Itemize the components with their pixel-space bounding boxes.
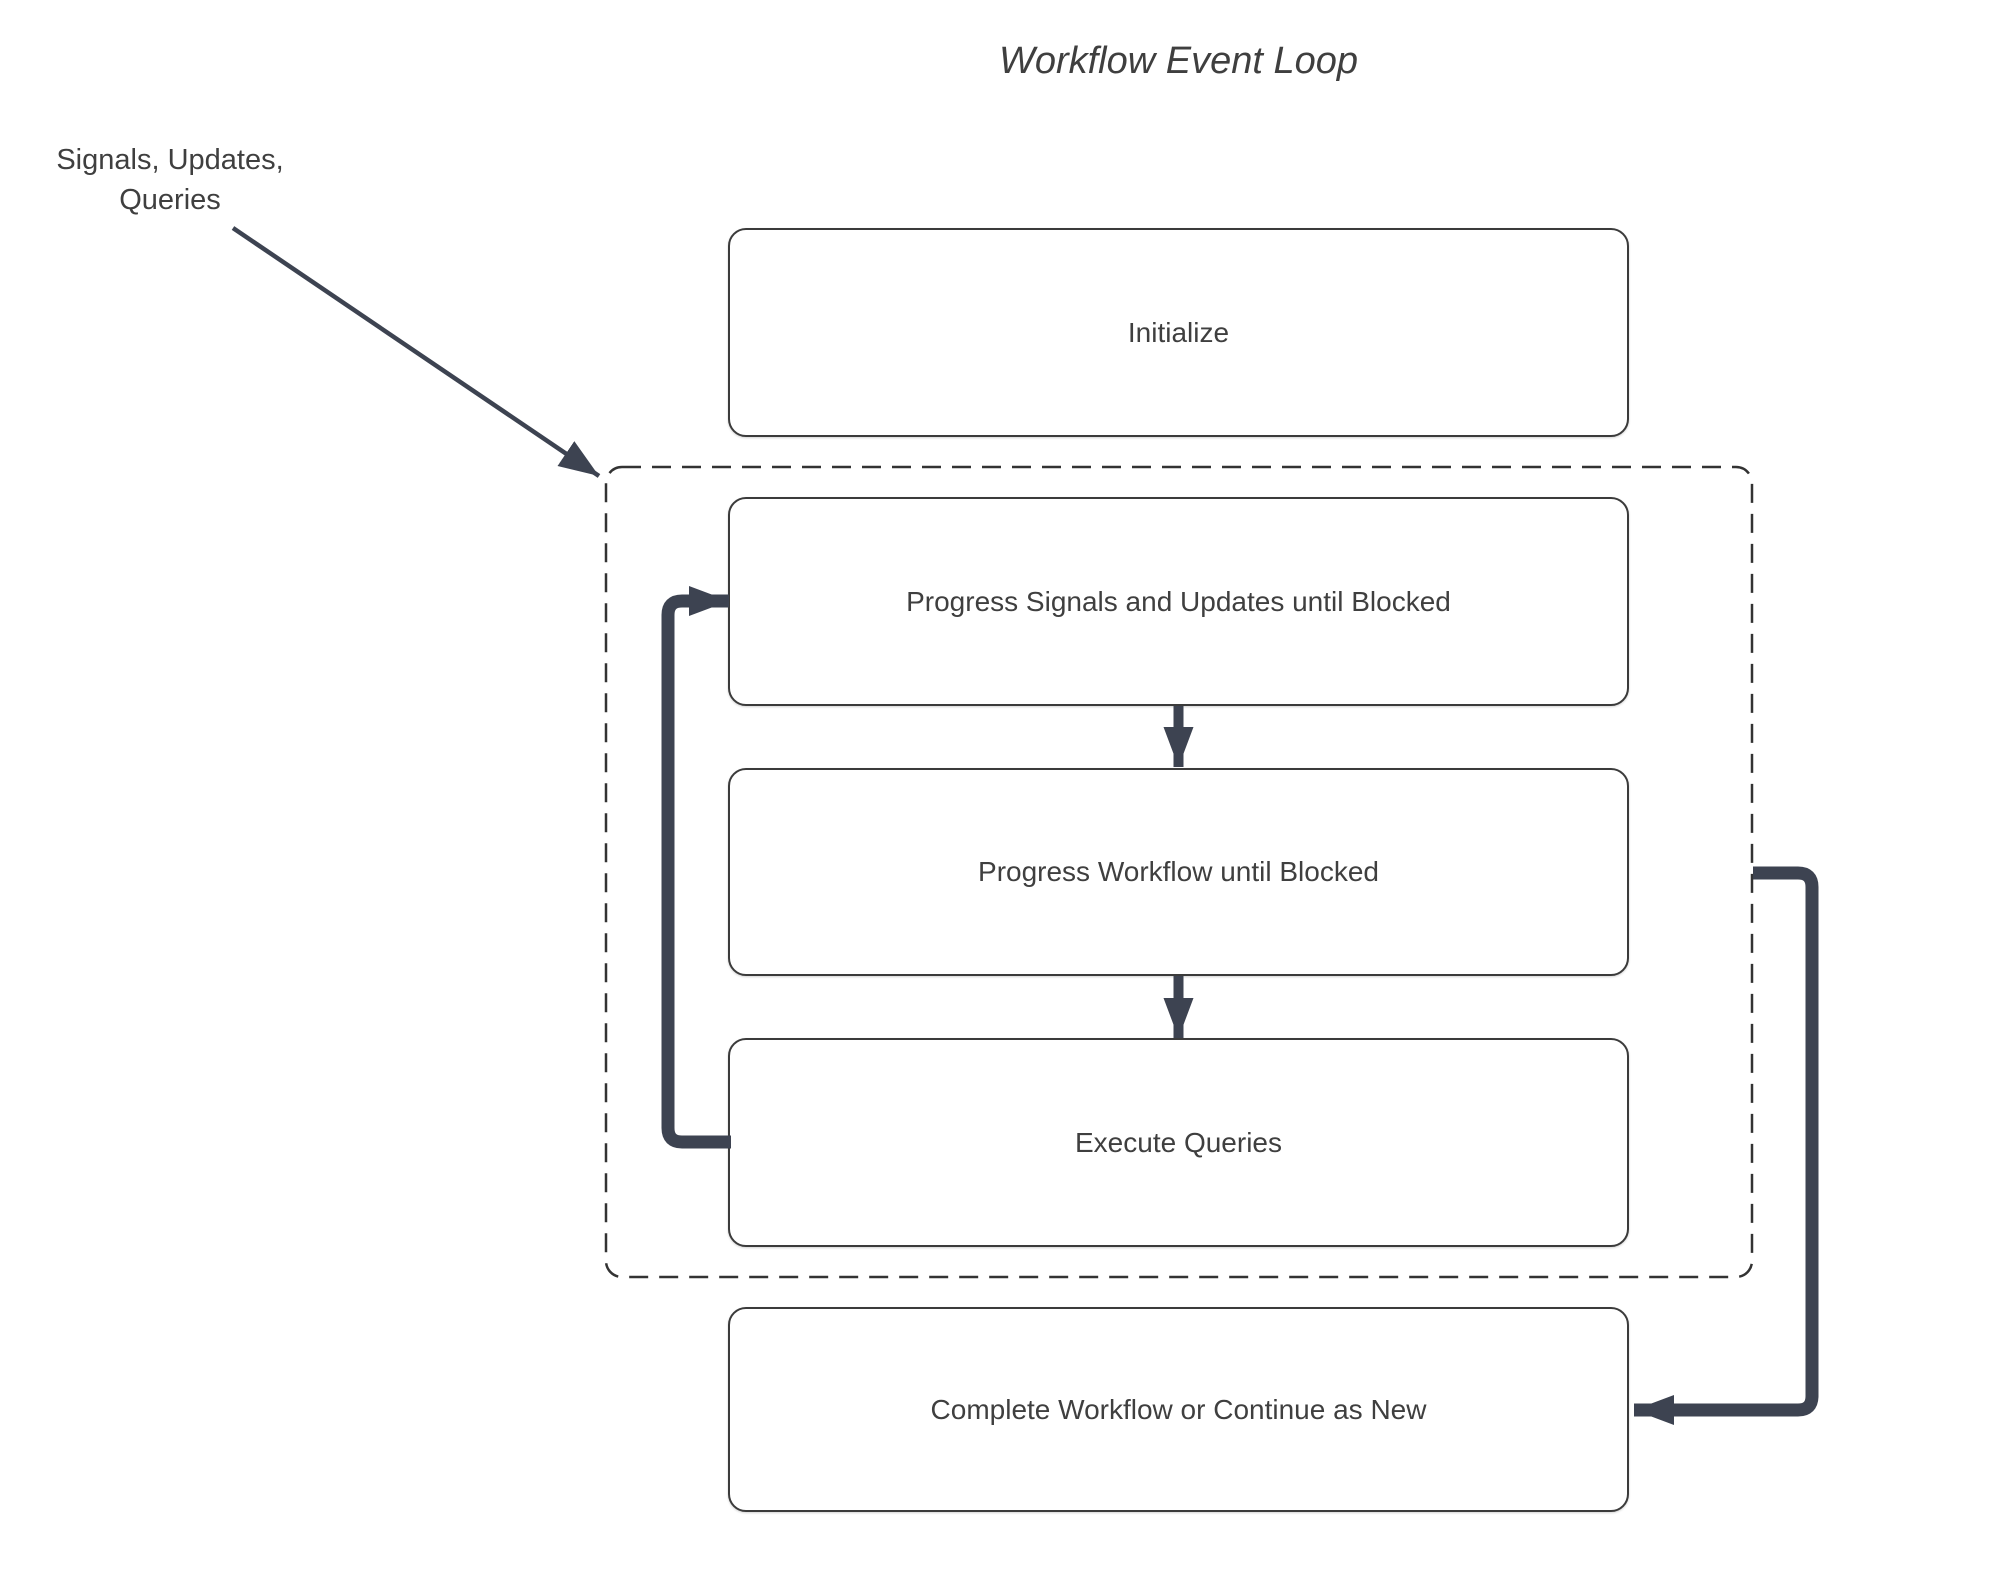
node-initialize-label: Initialize: [1127, 316, 1230, 348]
node-complete-or-continue-label: Complete Workflow or Continue as New: [930, 1393, 1427, 1425]
diagram-title: Workflow Event Loop: [998, 40, 1359, 82]
annotation-arrow: [231, 226, 601, 478]
loop-back-arrow: [661, 586, 731, 1149]
node-progress-workflow: Progress Workflow until Blocked: [728, 768, 1629, 976]
node-progress-signals-updates-label: Progress Signals and Updates until Block…: [906, 585, 1451, 617]
node-progress-signals-updates: Progress Signals and Updates until Block…: [728, 497, 1629, 706]
node-complete-or-continue: Complete Workflow or Continue as New: [728, 1307, 1629, 1512]
continue-arrow: [1634, 866, 1819, 1425]
node-progress-workflow-label: Progress Workflow until Blocked: [978, 856, 1379, 887]
node-initialize: Initialize: [728, 228, 1629, 437]
node-execute-queries-label: Execute Queries: [1075, 1126, 1282, 1158]
node-execute-queries: Execute Queries: [728, 1038, 1629, 1247]
annotation-signals-updates-queries: Signals, Updates, Queries: [56, 144, 284, 216]
